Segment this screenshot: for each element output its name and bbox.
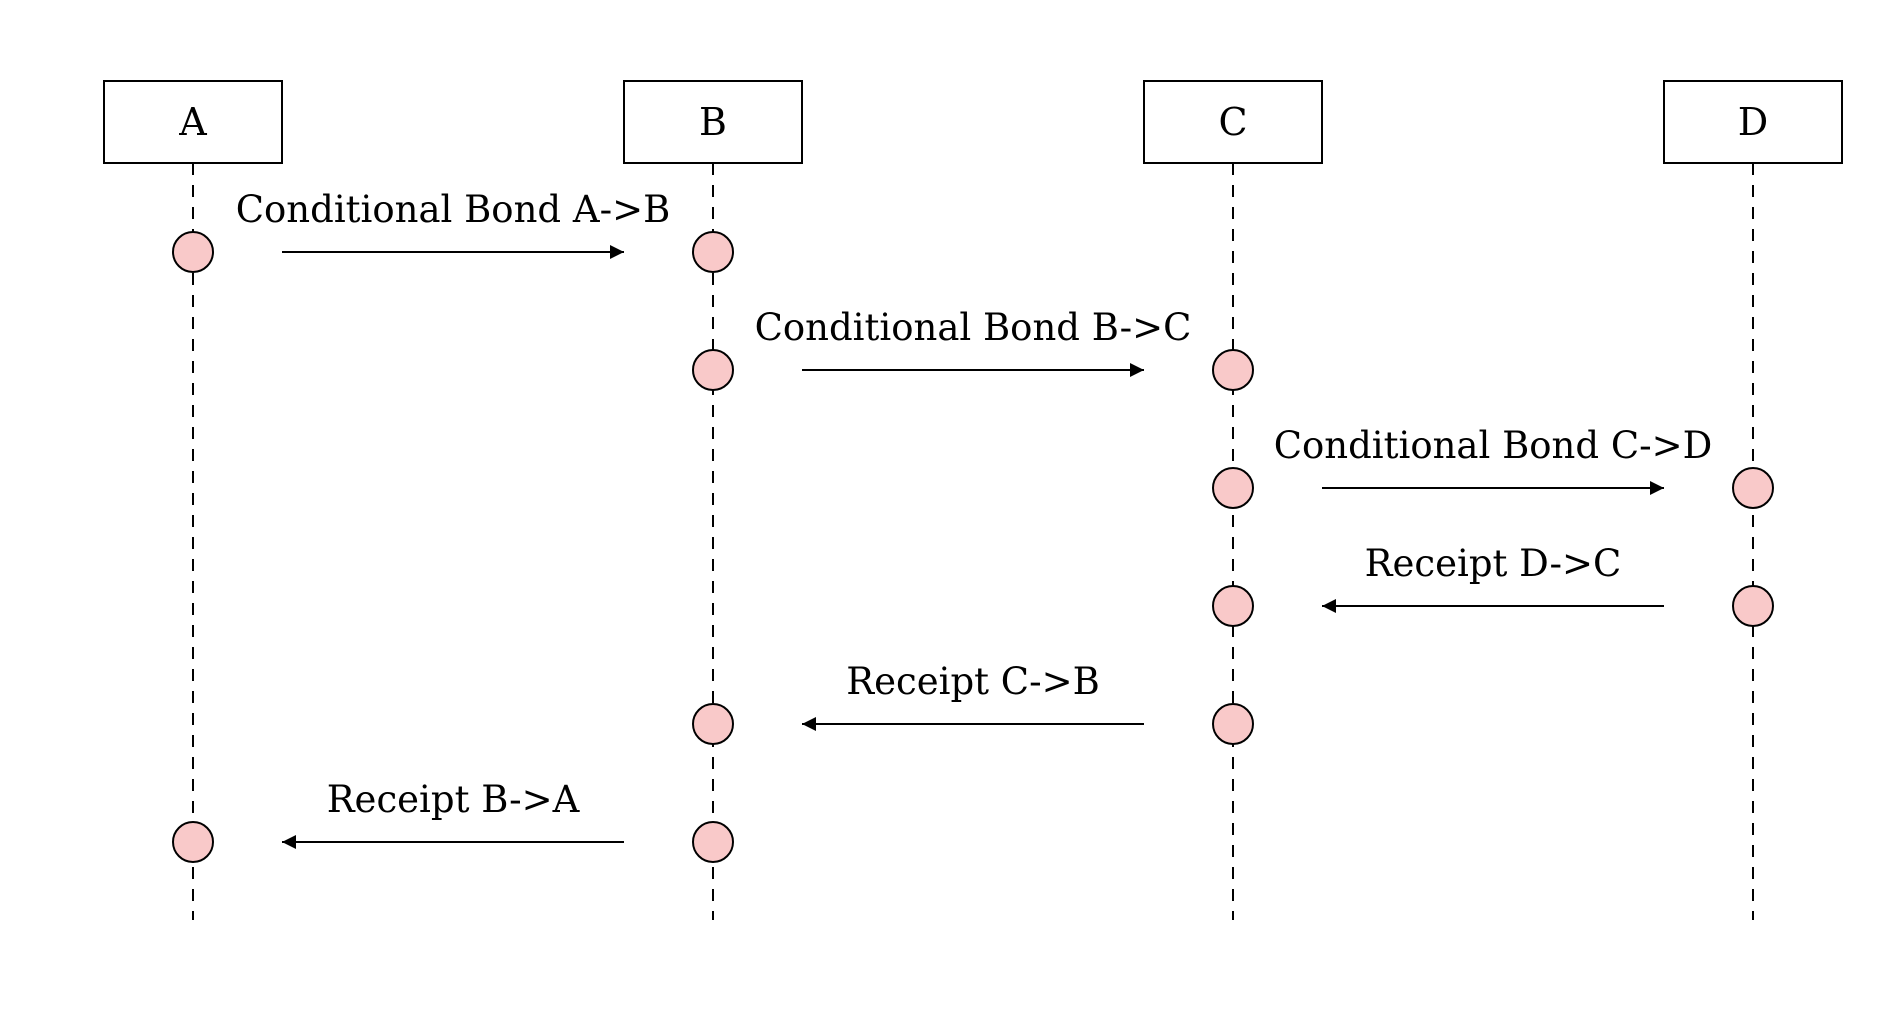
actor-d: D (1663, 80, 1843, 164)
message-3: Receipt D->C (1322, 542, 1664, 613)
actor-box-c (1143, 80, 1323, 164)
message-4: Receipt C->B (802, 660, 1144, 731)
activation-node (692, 349, 734, 391)
activation-node (692, 231, 734, 273)
activation-node (692, 703, 734, 745)
message-0: Conditional Bond A->B (236, 188, 671, 259)
actor-b: B (623, 80, 803, 164)
actor-box-a (103, 80, 283, 164)
actor-box-b (623, 80, 803, 164)
messages-layer: Conditional Bond A->B Conditional Bond B-… (236, 188, 1713, 849)
message-5: Receipt B->A (282, 778, 624, 849)
actor-label-b: B (699, 100, 727, 144)
message-label: Conditional Bond B->C (755, 306, 1192, 349)
activation-node (1212, 467, 1254, 509)
activation-node (1212, 585, 1254, 627)
actor-a: A (103, 80, 283, 164)
activation-node (1732, 467, 1774, 509)
message-2: Conditional Bond C->D (1274, 424, 1713, 495)
activation-node (1212, 349, 1254, 391)
message-label: Receipt D->C (1365, 542, 1622, 585)
message-label: Receipt B->A (327, 778, 581, 821)
actor-label-d: D (1738, 100, 1768, 144)
activation-node (1212, 703, 1254, 745)
activation-node (1732, 585, 1774, 627)
actor-label-c: C (1218, 100, 1247, 144)
nodes-layer (172, 231, 1774, 863)
activation-node (172, 231, 214, 273)
actor-c: C (1143, 80, 1323, 164)
activation-node (692, 821, 734, 863)
lifelines-layer (192, 163, 1754, 920)
actors-layer: A B C D (103, 80, 1843, 164)
message-label: Conditional Bond C->D (1274, 424, 1713, 467)
message-1: Conditional Bond B->C (755, 306, 1192, 377)
message-label: Conditional Bond A->B (236, 188, 671, 231)
actor-box-d (1663, 80, 1843, 164)
message-label: Receipt C->B (846, 660, 1100, 703)
actor-label-a: A (178, 100, 207, 144)
activation-node (172, 821, 214, 863)
